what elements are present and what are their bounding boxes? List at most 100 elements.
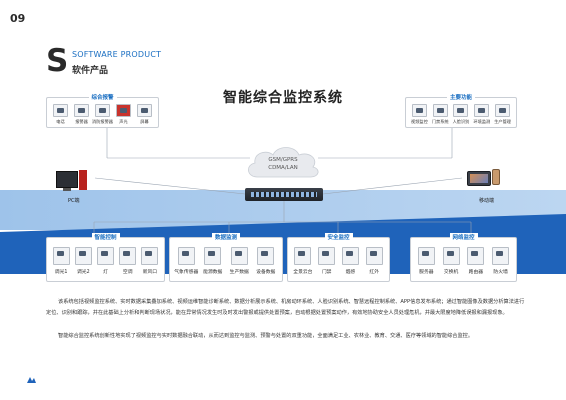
tile-weather-sensor: 气象传感器 bbox=[174, 247, 198, 275]
tile-label: 交换机 bbox=[443, 270, 459, 275]
group-network-label: 网络监控 bbox=[449, 233, 478, 241]
firewall-icon bbox=[492, 247, 510, 265]
group-data-monitoring-label: 数据监测 bbox=[211, 233, 241, 241]
tile-label: 人脸识别 bbox=[452, 119, 470, 124]
pc-label: PC端 bbox=[68, 198, 80, 204]
screen-icon bbox=[137, 104, 152, 117]
body-paragraph-2: 智能综合监控系统创新性地实现了视频监控与实时数据融合联动，从而达到监控与监测、预… bbox=[58, 333, 474, 339]
tile-video: 视频监控 bbox=[409, 104, 430, 125]
weather-sensor-icon bbox=[177, 247, 195, 265]
pc-tower-icon bbox=[79, 170, 87, 190]
tile-label: 防火墙 bbox=[493, 270, 508, 275]
pc-monitor-icon bbox=[56, 171, 78, 188]
face-icon bbox=[453, 104, 469, 117]
tile-label: 调光1 bbox=[54, 270, 68, 275]
tile-label: 报警器 bbox=[75, 119, 88, 124]
tile-label: 红外 bbox=[369, 270, 379, 275]
group-functions: 主要功能 视频监控 门禁系统 人脸识别 环境监测 生产管理 bbox=[405, 93, 517, 128]
tile-ptz-camera: 全景云台 bbox=[291, 247, 315, 275]
infrared-icon bbox=[365, 247, 383, 265]
environment-icon bbox=[474, 104, 490, 117]
cloud-icon bbox=[248, 147, 319, 178]
tile-label: 空调 bbox=[122, 270, 133, 275]
tile-label: 视频监控 bbox=[411, 119, 428, 124]
group-security-tiles: 全景云台 门禁 烟感 红外 bbox=[288, 238, 389, 275]
fresh-air-icon bbox=[141, 247, 159, 265]
cloud-line-2: CDMA/LAN bbox=[268, 165, 298, 171]
group-alarm: 综合报警 电话 报警器 消防报警器 声光 屏幕 bbox=[46, 93, 159, 128]
section-title-cn: 软件产品 bbox=[72, 66, 109, 76]
tile-production: 生产管理 bbox=[492, 104, 513, 125]
production-icon bbox=[495, 104, 511, 117]
tile-energy-data: 能源数据 bbox=[201, 247, 225, 275]
energy-meter-icon bbox=[204, 247, 222, 265]
group-security: 安全监控 全景云台 门禁 烟感 红外 bbox=[287, 233, 390, 282]
tile-label: 烟感 bbox=[345, 270, 356, 275]
tile-face: 人脸识别 bbox=[451, 104, 472, 125]
tile-smoke-detector: 烟感 bbox=[339, 247, 363, 275]
video-icon bbox=[411, 104, 427, 117]
telephone-icon bbox=[53, 104, 68, 117]
group-data-monitoring-tiles: 气象传感器 能源数据 生产数据 设备数据 bbox=[170, 238, 282, 275]
tile-alarm: 报警器 bbox=[71, 104, 92, 125]
tile-label: 气象传感器 bbox=[174, 270, 199, 275]
alarm-icon bbox=[74, 104, 89, 117]
tile-label: 调光2 bbox=[76, 270, 90, 275]
strobe-icon bbox=[116, 104, 131, 117]
page-number: 09 bbox=[10, 12, 26, 25]
footer-logo-icon bbox=[27, 377, 36, 383]
tile-label: 路由器 bbox=[468, 270, 484, 275]
tile-router: 路由器 bbox=[464, 247, 488, 275]
lamp-icon bbox=[97, 247, 114, 265]
tile-label: 能源数据 bbox=[203, 270, 223, 275]
tablet-icon bbox=[467, 171, 491, 186]
tile-phone: 电话 bbox=[50, 104, 71, 125]
tile-infrared: 红外 bbox=[362, 247, 386, 275]
tile-label: 设备数据 bbox=[256, 270, 276, 275]
cloud-line-1: GSM/GPRS bbox=[268, 157, 298, 163]
tile-environment: 环境监测 bbox=[471, 104, 492, 125]
tile-strobe: 声光 bbox=[113, 104, 134, 125]
device-data-icon bbox=[257, 247, 275, 265]
tile-label: 灯 bbox=[103, 270, 108, 275]
tile-production-data: 生产数据 bbox=[227, 247, 251, 275]
group-functions-tiles: 视频监控 门禁系统 人脸识别 环境监测 生产管理 bbox=[406, 98, 516, 125]
switch-ports bbox=[251, 192, 317, 197]
tile-label: 声光 bbox=[119, 119, 128, 124]
tile-label: 门禁系统 bbox=[431, 119, 449, 124]
smoke-detector-icon bbox=[341, 247, 359, 265]
group-security-label: 安全监控 bbox=[324, 233, 353, 241]
ptz-camera-icon bbox=[294, 247, 312, 265]
tile-switch: 交换机 bbox=[439, 247, 463, 275]
body-paragraph-1: 该系统包括视频监控系统、实时数据采集叠加系统、视频运维智能诊断系统、数据分析展示… bbox=[46, 299, 525, 316]
tile-fresh-air: 新风口 bbox=[139, 247, 161, 275]
tile-label: 全景云台 bbox=[293, 270, 313, 275]
tile-label: 消防报警器 bbox=[92, 119, 113, 124]
tile-screen: 屏幕 bbox=[134, 104, 155, 125]
tile-label: 新风口 bbox=[142, 270, 158, 275]
fire-alarm-icon bbox=[95, 104, 110, 117]
tile-label: 生产数据 bbox=[229, 270, 249, 275]
tile-dimmer-2: 调光2 bbox=[72, 247, 94, 275]
tile-label: 生产管理 bbox=[494, 119, 511, 124]
tile-label: 门禁 bbox=[321, 270, 332, 275]
diagram-title: 智能综合监控系统 bbox=[223, 90, 343, 106]
router-icon bbox=[467, 247, 485, 265]
group-network-tiles: 服务器 交换机 路由器 防火墙 bbox=[411, 238, 516, 275]
tile-door: 门禁 bbox=[315, 247, 339, 275]
tile-firewall: 防火墙 bbox=[489, 247, 513, 275]
tile-label: 电话 bbox=[56, 119, 65, 124]
group-alarm-tiles: 电话 报警器 消防报警器 声光 屏幕 bbox=[47, 98, 158, 125]
tile-label: 服务器 bbox=[419, 270, 434, 275]
group-smart-control: 智能控制 调光1 调光2 灯 空调 新风口 bbox=[46, 233, 165, 282]
phone-icon bbox=[492, 169, 500, 185]
group-network: 网络监控 服务器 交换机 路由器 防火墙 bbox=[410, 233, 517, 282]
group-alarm-label: 综合报警 bbox=[88, 93, 117, 101]
tile-server: 服务器 bbox=[414, 247, 438, 275]
dimmer-icon bbox=[74, 247, 92, 265]
tile-door-access: 门禁系统 bbox=[430, 104, 451, 125]
tile-fire-alarm: 消防报警器 bbox=[92, 104, 113, 125]
tile-device-data: 设备数据 bbox=[254, 247, 278, 275]
server-icon bbox=[417, 247, 435, 265]
